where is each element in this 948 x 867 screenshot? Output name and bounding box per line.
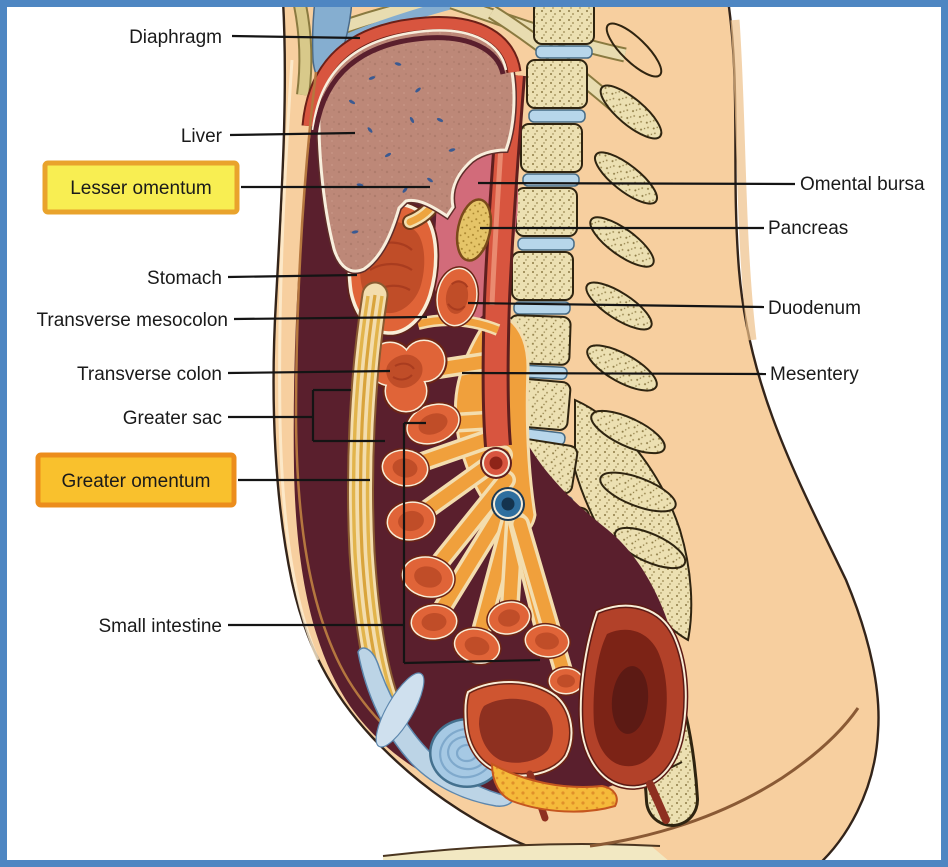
- label-small-intestine: Small intestine: [98, 616, 222, 637]
- label-diaphragm: Diaphragm: [129, 27, 222, 48]
- pelvic-organs: [357, 603, 689, 824]
- transverse-colon-section: [365, 337, 448, 415]
- leader-omental-bursa: [477, 181, 796, 186]
- leader-transverse-colon: [227, 369, 391, 375]
- liver-vessel-dashes: [348, 62, 456, 234]
- label-stomach: Stomach: [147, 268, 222, 289]
- pancreas-gland: [455, 198, 493, 262]
- highlight-box-greater-omentum: [35, 452, 237, 508]
- leader-transverse-mesocolon: [233, 315, 428, 321]
- leader-duodenum: [467, 301, 765, 309]
- gluteal-fold-line: [589, 707, 860, 848]
- leader-liver: [229, 131, 356, 137]
- rectum: [578, 603, 689, 824]
- label-omental-bursa: Omental bursa: [800, 174, 925, 195]
- label-mesentery: Mesentery: [770, 364, 859, 385]
- label-transverse-colon: Transverse colon: [77, 364, 222, 385]
- rib-bands: [293, 0, 635, 124]
- pelvic-fat-pad: [490, 762, 618, 813]
- intervertebral-disc: [535, 45, 593, 59]
- label-lesser-omentum: Lesser omentum: [70, 178, 212, 199]
- leader-greater-sac: [228, 388, 385, 443]
- leader-stomach: [227, 273, 358, 279]
- abdominal-wall-inner-line: [294, 71, 406, 747]
- leader-diaphragm: [231, 34, 361, 40]
- label-transverse-mesocolon: Transverse mesocolon: [37, 310, 228, 331]
- inferior-vena-cava: [491, 487, 525, 521]
- leader-mesentery: [461, 371, 767, 376]
- small-intestine-loops: [380, 401, 585, 696]
- diaphragm-band: [301, 16, 522, 137]
- label-liver: Liver: [181, 126, 223, 147]
- label-greater-omentum: Greater omentum: [62, 471, 211, 492]
- label-greater-sac: Greater sac: [123, 408, 222, 429]
- label-pancreas: Pancreas: [768, 218, 848, 239]
- leader-small-intestine: [228, 421, 541, 665]
- label-duodenum: Duodenum: [768, 298, 861, 319]
- anal-canal: [646, 780, 670, 824]
- labels-layer: Diaphragm Liver Lesser omentum Stomach T…: [35, 27, 925, 665]
- duodenum-section: [434, 266, 480, 328]
- highlight-box-lesser-omentum: [42, 160, 240, 215]
